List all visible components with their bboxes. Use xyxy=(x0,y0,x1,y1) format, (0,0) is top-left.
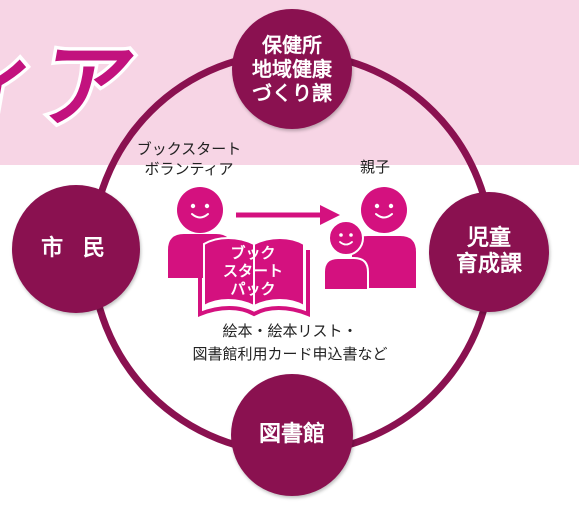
node-child-development: 児童 育成課 xyxy=(429,192,549,312)
node-health-center: 保健所 地域健康 づくり課 xyxy=(232,9,352,129)
volunteer-label: ブックスタート ボランティア xyxy=(136,140,242,178)
book-pack-label: ブック スタート パック xyxy=(222,244,283,298)
node-library: 図書館 xyxy=(231,374,353,496)
child-figure xyxy=(323,220,369,291)
title-fragment-text: ィア xyxy=(0,33,142,135)
parent-child-label: 親子 xyxy=(359,158,390,176)
title-fragment: ィア xyxy=(0,0,150,135)
arrow-to-parent xyxy=(236,205,340,225)
book-pack xyxy=(198,237,310,317)
node-citizens: 市 民 xyxy=(12,185,140,313)
pack-contents-label: 絵本・絵本リスト・ 図書館利用カード申込書など xyxy=(192,322,388,364)
